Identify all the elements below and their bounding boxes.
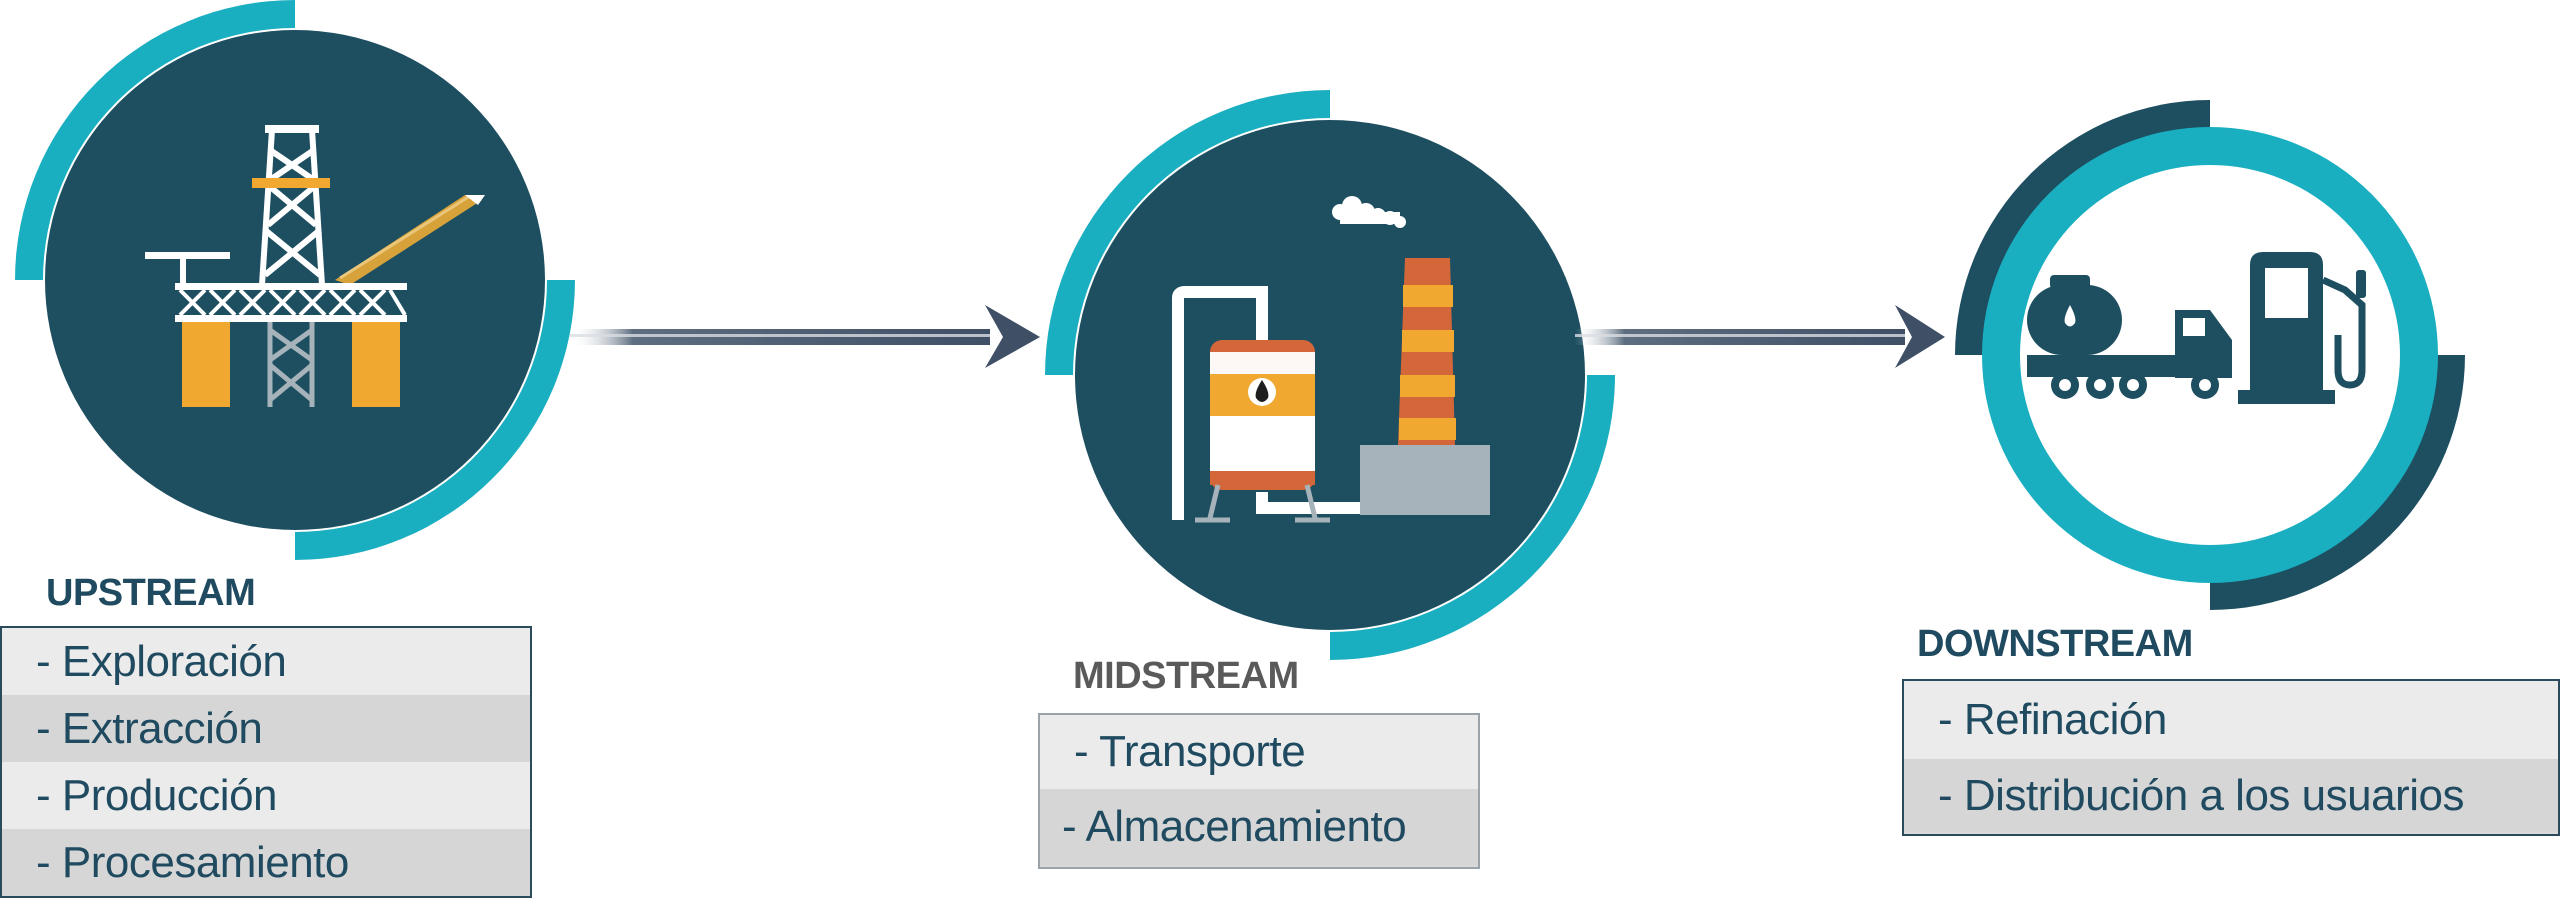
midstream-title: MIDSTREAM xyxy=(1073,655,1299,697)
midstream-circle xyxy=(1045,90,1615,660)
upstream-list: Exploración Extracción Producción Proces… xyxy=(0,626,532,898)
upstream-title: UPSTREAM xyxy=(46,572,256,614)
list-item: Extracción xyxy=(2,695,530,762)
tanker-truck-fuel-pump-icon xyxy=(2027,252,2366,404)
arrow-upstream-to-midstream xyxy=(570,305,1040,368)
offshore-oil-platform-icon xyxy=(145,125,485,407)
refinery-tank-chimney-icon xyxy=(1172,196,1490,523)
list-item: Transporte xyxy=(1040,715,1478,789)
list-item: Exploración xyxy=(2,628,530,695)
downstream-title: DOWNSTREAM xyxy=(1917,623,2193,665)
list-item: Refinación xyxy=(1904,681,2558,759)
list-item: Procesamiento xyxy=(2,829,530,896)
list-item: Producción xyxy=(2,762,530,829)
upstream-circle xyxy=(15,0,575,560)
list-item: Almacenamiento xyxy=(1040,789,1478,865)
arrow-midstream-to-downstream xyxy=(1575,305,1945,368)
midstream-list: Transporte Almacenamiento xyxy=(1038,713,1480,869)
list-item: Distribución a los usuarios xyxy=(1904,759,2558,832)
downstream-list: Refinación Distribución a los usuarios xyxy=(1902,679,2560,836)
